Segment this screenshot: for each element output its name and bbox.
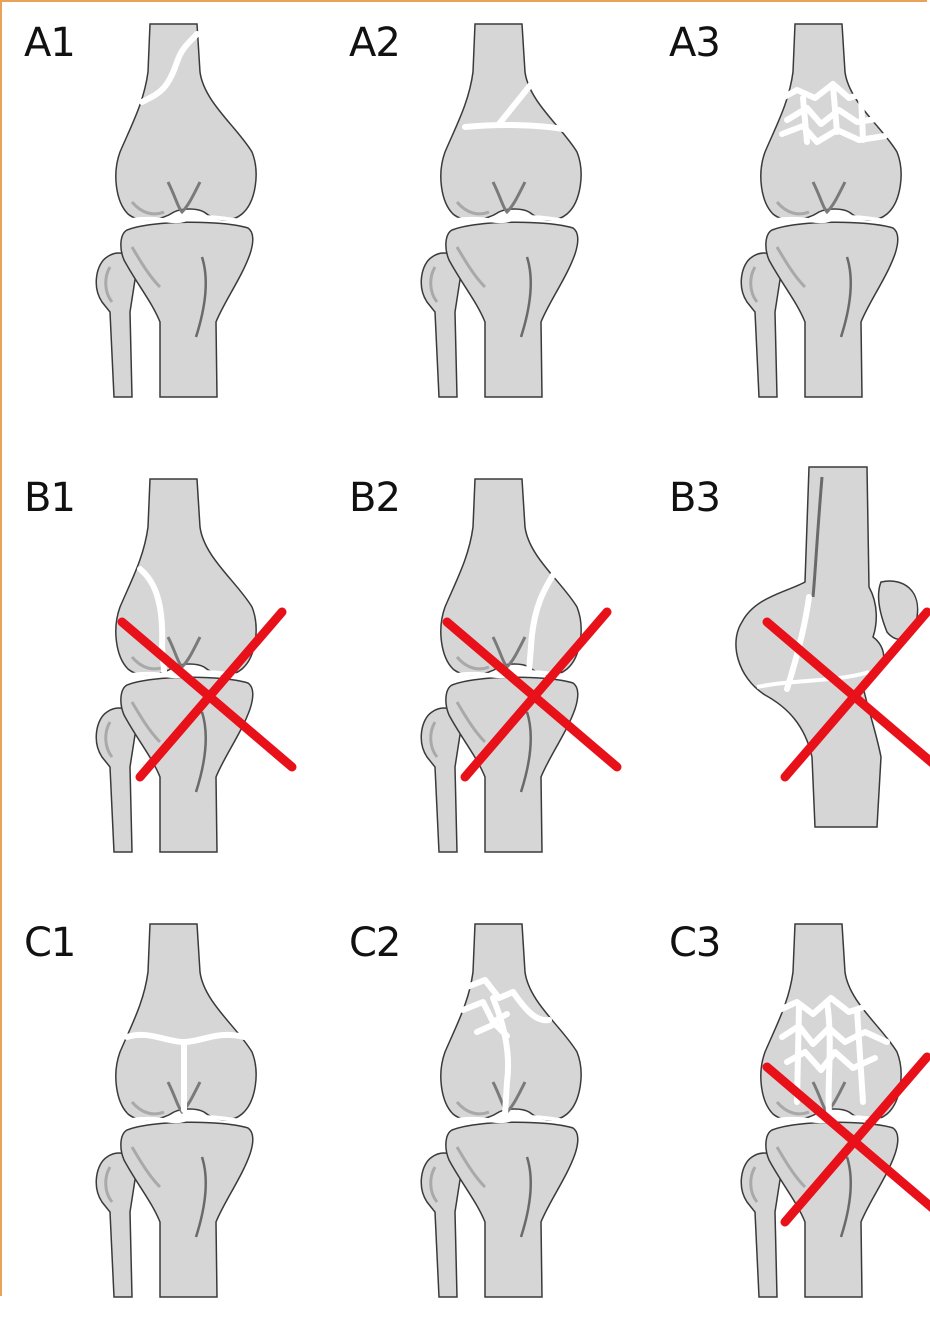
- fibula-shape: [96, 253, 137, 397]
- femur-tibia-lateral-shape: [736, 467, 884, 827]
- panel-label: B3: [669, 475, 720, 521]
- femur-shape: [116, 24, 256, 220]
- tibia-shape: [121, 1122, 253, 1297]
- knee-group: [96, 24, 256, 397]
- fracture-panel: C1: [2, 902, 312, 1335]
- panel-label: B1: [24, 475, 75, 521]
- knee-group: [741, 24, 901, 397]
- tibia-shape: [766, 1122, 898, 1297]
- knee-group: [421, 924, 581, 1297]
- fibula-shape: [421, 253, 462, 397]
- tibia-shape: [121, 677, 253, 852]
- tibia-shape: [446, 1122, 578, 1297]
- fibula-shape: [421, 1153, 462, 1297]
- knee-illustration: [2, 2, 312, 435]
- fracture-panel: A1: [2, 2, 312, 435]
- knee-illustration: [2, 902, 312, 1335]
- panel-label: C2: [349, 920, 400, 966]
- knee-group: [736, 467, 918, 827]
- tibia-shape: [766, 222, 898, 397]
- panel-label: A2: [349, 20, 400, 66]
- joint-space: [132, 217, 244, 222]
- joint-space: [457, 1117, 569, 1122]
- panel-label: C3: [669, 920, 720, 966]
- fibula-shape: [96, 1153, 137, 1297]
- fracture-panel: B3: [647, 457, 930, 890]
- tibia-shape: [121, 222, 253, 397]
- knee-illustration: [327, 2, 637, 435]
- fibula-shape: [741, 253, 782, 397]
- knee-illustration: [647, 902, 930, 1335]
- fracture-line: [861, 96, 863, 140]
- fracture-panel: C2: [327, 902, 637, 1335]
- knee-illustration: [327, 457, 637, 890]
- femur-shape: [116, 479, 256, 675]
- knee-illustration: [647, 457, 930, 890]
- femur-shape: [441, 24, 581, 220]
- fracture-line: [833, 86, 837, 132]
- fibula-shape: [96, 708, 137, 852]
- fracture-panel: B1: [2, 457, 312, 890]
- knee-illustration: [2, 457, 312, 890]
- tibia-shape: [446, 222, 578, 397]
- tibia-shape: [446, 677, 578, 852]
- fibula-shape: [421, 708, 462, 852]
- fibula-shape: [741, 1153, 782, 1297]
- panel-label: A1: [24, 20, 75, 66]
- fracture-line: [827, 1002, 830, 1112]
- fracture-line: [803, 98, 807, 142]
- knee-illustration: [647, 2, 930, 435]
- joint-space: [457, 217, 569, 222]
- femur-shape: [441, 924, 581, 1120]
- femur-shape: [761, 24, 901, 220]
- joint-space: [777, 217, 889, 222]
- knee-group: [96, 924, 256, 1297]
- panel-label: A3: [669, 20, 720, 66]
- fracture-panel: B2: [327, 457, 637, 890]
- joint-space: [132, 1117, 244, 1122]
- knee-group: [421, 24, 581, 397]
- femur-shape: [441, 479, 581, 675]
- panel-label: C1: [24, 920, 75, 966]
- fracture-panel: C3: [647, 902, 930, 1335]
- panel-label: B2: [349, 475, 400, 521]
- fracture-panel: A2: [327, 2, 637, 435]
- knee-illustration: [327, 902, 637, 1335]
- fracture-panel: A3: [647, 2, 930, 435]
